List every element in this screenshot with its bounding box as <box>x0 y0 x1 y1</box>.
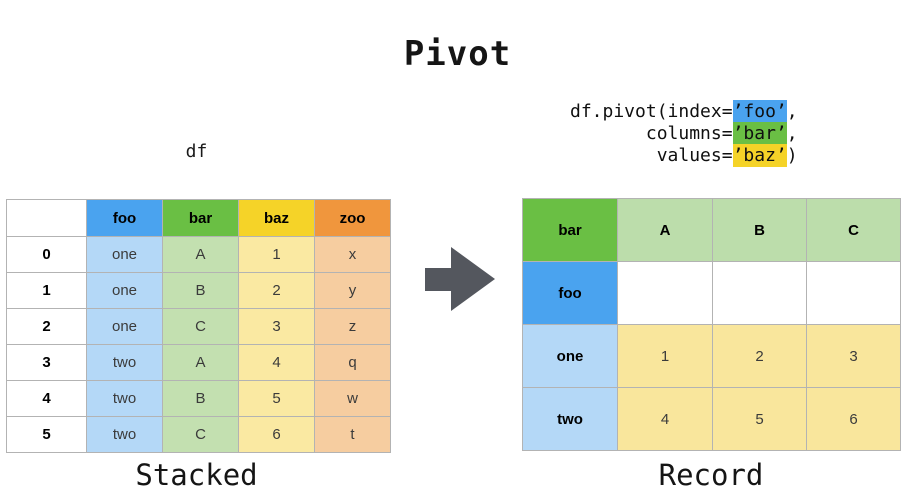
header-row: bar A B C <box>522 198 901 262</box>
table-row: 0 one A 1 x <box>6 236 391 273</box>
value-cell: 1 <box>617 324 713 388</box>
dataframe-label: df <box>185 141 208 162</box>
column-header-B: B <box>712 198 807 262</box>
code-line-1: df.pivot(index=’foo’, <box>570 100 798 123</box>
cell-baz: 5 <box>238 380 315 417</box>
value-cell: 4 <box>617 387 713 451</box>
code-highlight-foo: ’foo’ <box>732 100 787 123</box>
cell-foo: one <box>86 308 163 345</box>
cell-baz: 2 <box>238 272 315 309</box>
cell-foo: one <box>86 272 163 309</box>
index-label-foo: foo <box>522 261 618 325</box>
cell-zoo: y <box>314 272 391 309</box>
cell-zoo: x <box>314 236 391 273</box>
header-row: foo bar baz zoo <box>6 199 391 237</box>
cell-foo: two <box>86 416 163 453</box>
cell-baz: 4 <box>238 344 315 381</box>
cell-bar: C <box>162 416 239 453</box>
cell-bar: A <box>162 344 239 381</box>
code-highlight-bar: ’bar’ <box>732 122 787 145</box>
code-text: columns= <box>570 123 733 144</box>
table-row: 5 two C 6 t <box>6 416 391 453</box>
table-row: 2 one C 3 z <box>6 308 391 345</box>
stacked-table-container: foo bar baz zoo 0 one A 1 x 1 one B 2 y … <box>6 199 391 453</box>
record-caption: Record <box>658 458 764 492</box>
cell-bar: B <box>162 380 239 417</box>
column-header-baz: baz <box>238 199 315 237</box>
cell-baz: 1 <box>238 236 315 273</box>
row-label: one <box>522 324 618 388</box>
row-index: 1 <box>6 272 87 309</box>
corner-cell-bar: bar <box>522 198 618 262</box>
stacked-table: foo bar baz zoo 0 one A 1 x 1 one B 2 y … <box>6 199 391 453</box>
code-text: values= <box>570 145 733 166</box>
cell-foo: one <box>86 236 163 273</box>
column-header-foo: foo <box>86 199 163 237</box>
cell-baz: 6 <box>238 416 315 453</box>
table-row: two 4 5 6 <box>522 387 901 451</box>
code-text: , <box>786 123 798 144</box>
index-label-row: foo <box>522 261 901 325</box>
row-index: 2 <box>6 308 87 345</box>
value-cell: 5 <box>712 387 807 451</box>
column-header-A: A <box>617 198 713 262</box>
code-text: ) <box>786 145 798 166</box>
page-title: Pivot <box>403 34 512 74</box>
cell-zoo: t <box>314 416 391 453</box>
value-cell: 2 <box>712 324 807 388</box>
corner-cell <box>6 199 87 237</box>
cell-baz: 3 <box>238 308 315 345</box>
cell-zoo: q <box>314 344 391 381</box>
row-index: 5 <box>6 416 87 453</box>
code-highlight-baz: ’baz’ <box>732 144 787 167</box>
arrow-stem <box>425 268 452 291</box>
stacked-caption: Stacked <box>135 458 258 492</box>
row-label: two <box>522 387 618 451</box>
table-row: 3 two A 4 q <box>6 344 391 381</box>
cell-bar: C <box>162 308 239 345</box>
cell-bar: A <box>162 236 239 273</box>
value-cell: 6 <box>806 387 901 451</box>
value-cell: 3 <box>806 324 901 388</box>
row-index: 3 <box>6 344 87 381</box>
pivot-code: df.pivot(index=’foo’, columns=’bar’, val… <box>570 100 798 167</box>
arrow-head <box>451 247 495 311</box>
table-row: 4 two B 5 w <box>6 380 391 417</box>
cell-zoo: w <box>314 380 391 417</box>
record-table: bar A B C foo one 1 2 3 two 4 5 6 <box>522 198 901 451</box>
table-row: 1 one B 2 y <box>6 272 391 309</box>
transform-arrow-icon <box>425 247 495 311</box>
code-text: , <box>786 101 798 122</box>
cell-bar: B <box>162 272 239 309</box>
column-header-bar: bar <box>162 199 239 237</box>
code-line-3: values=’baz’) <box>570 144 798 167</box>
record-table-container: bar A B C foo one 1 2 3 two 4 5 6 <box>522 198 901 451</box>
row-index: 4 <box>6 380 87 417</box>
cell-zoo: z <box>314 308 391 345</box>
column-header-zoo: zoo <box>314 199 391 237</box>
table-row: one 1 2 3 <box>522 324 901 388</box>
cell-foo: two <box>86 380 163 417</box>
column-header-C: C <box>806 198 901 262</box>
empty-cell <box>806 261 901 325</box>
code-text: df.pivot(index= <box>570 101 733 122</box>
cell-foo: two <box>86 344 163 381</box>
code-line-2: columns=’bar’, <box>570 122 798 145</box>
row-index: 0 <box>6 236 87 273</box>
empty-cell <box>617 261 713 325</box>
empty-cell <box>712 261 807 325</box>
